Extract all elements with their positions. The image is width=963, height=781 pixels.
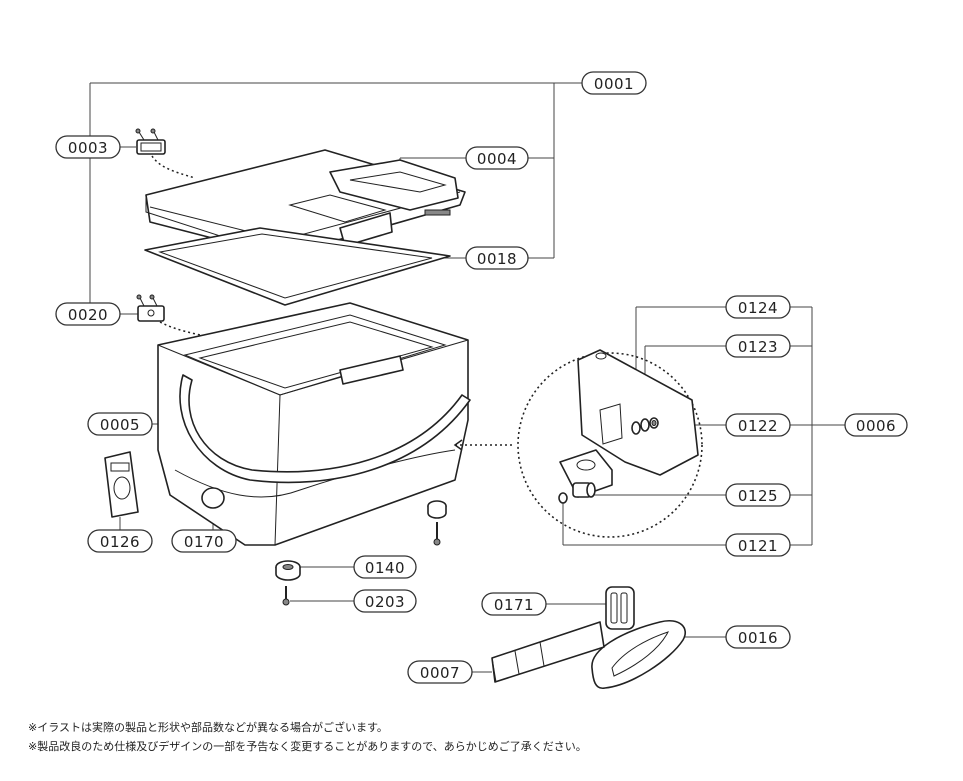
foot-part-0140 [275,560,301,581]
svg-text:0016: 0016 [738,629,778,647]
o-ring-part-0123 [640,418,650,432]
drain-detail-callout [517,349,703,538]
svg-text:0001: 0001 [594,75,634,93]
washer-part-0121 [558,492,568,504]
plate-part-0126 [104,451,139,518]
disclaimer-notes: ※イラストは実際の製品と形状や部品数などが異なる場合がございます。 ※製品改良の… [28,718,587,756]
svg-text:0122: 0122 [738,417,778,435]
o-ring-part-0124 [631,421,641,435]
label-0122: 0122 [725,413,791,437]
lid-latch-part-0004 [329,159,459,247]
label-0121: 0121 [725,533,791,557]
label-0140: 0140 [353,555,417,579]
label-0124: 0124 [725,295,791,319]
strap-part-0007 [491,621,605,683]
cooler-body-part-0005 [157,302,471,546]
label-0007: 0007 [407,660,473,684]
buckle-part-0171 [605,586,635,630]
svg-text:0007: 0007 [420,664,460,682]
hinge-part-0003 [135,128,166,155]
label-0005: 0005 [87,412,153,436]
label-0001: 0001 [581,71,647,95]
svg-text:0004: 0004 [477,150,517,168]
svg-text:0126: 0126 [100,533,140,551]
svg-text:0125: 0125 [738,487,778,505]
svg-text:0005: 0005 [100,416,140,434]
svg-text:0203: 0203 [365,593,405,611]
svg-text:0140: 0140 [365,559,405,577]
label-0003: 0003 [55,135,121,159]
drain-plug-part-0125 [559,449,613,498]
note-line-2: ※製品改良のため仕様及びデザインの一部を予告なく変更することがありますので、あら… [28,740,587,753]
foot-screw-assembly [427,500,447,546]
label-0006: 0006 [844,413,908,437]
label-0126: 0126 [87,529,153,553]
label-0203: 0203 [353,589,417,613]
screw-part-0203 [282,586,290,606]
svg-text:0121: 0121 [738,537,778,555]
svg-text:0003: 0003 [68,139,108,157]
note-line-1: ※イラストは実際の製品と形状や部品数などが異なる場合がございます。 [28,721,388,734]
label-0004: 0004 [465,146,529,170]
svg-text:0020: 0020 [68,306,108,324]
svg-text:0123: 0123 [738,338,778,356]
label-0020: 0020 [55,302,121,326]
hinge-part-0020 [136,294,165,322]
gasket-part-0018 [144,227,451,306]
svg-text:0170: 0170 [184,533,224,551]
label-0125: 0125 [725,483,791,507]
label-0171: 0171 [481,592,547,616]
label-0123: 0123 [725,334,791,358]
shoulder-pad-part-0016 [591,620,686,690]
drain-nut-part-0122 [649,417,659,429]
label-0170: 0170 [171,529,237,553]
label-0016: 0016 [725,625,791,649]
svg-text:0018: 0018 [477,250,517,268]
svg-text:0006: 0006 [856,417,896,435]
svg-text:0171: 0171 [494,596,534,614]
label-0018: 0018 [465,246,529,270]
svg-text:0124: 0124 [738,299,778,317]
